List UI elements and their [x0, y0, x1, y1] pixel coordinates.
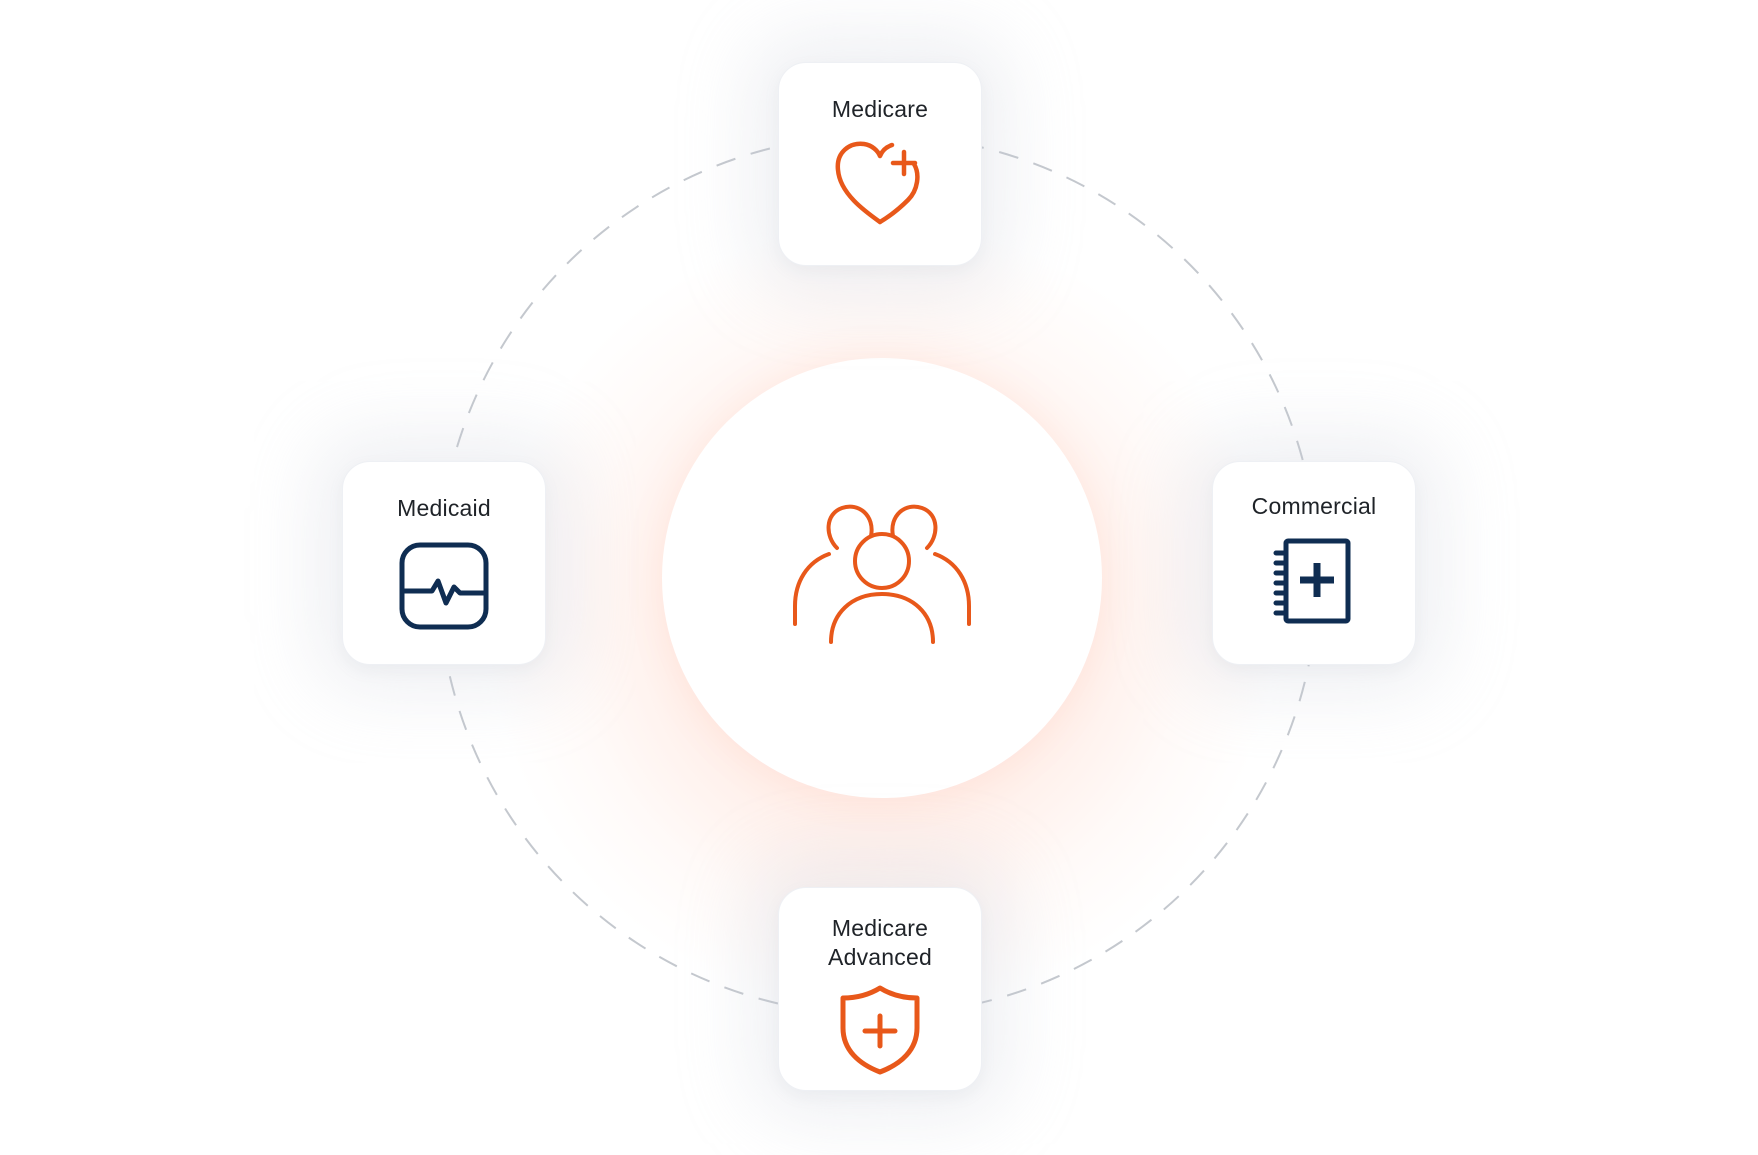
card-label-medicare-advanced: Medicare Advanced — [828, 915, 932, 970]
center-hub — [662, 358, 1102, 798]
card-label-medicare: Medicare — [831, 96, 929, 122]
shield-plus-icon — [837, 984, 923, 1081]
card-label-commercial: Commercial — [1251, 493, 1377, 519]
card-label-medicaid: Medicaid — [397, 495, 491, 521]
pulse-monitor-icon — [396, 537, 492, 638]
heart-plus-icon — [830, 138, 930, 233]
card-medicaid[interactable]: Medicaid — [342, 461, 546, 665]
medical-notebook-icon — [1272, 535, 1356, 632]
card-commercial[interactable]: Commercial — [1212, 461, 1416, 665]
card-medicare-advanced[interactable]: Medicare Advanced — [778, 887, 982, 1091]
people-group-icon — [787, 496, 977, 661]
card-medicare[interactable]: Medicare — [778, 62, 982, 266]
